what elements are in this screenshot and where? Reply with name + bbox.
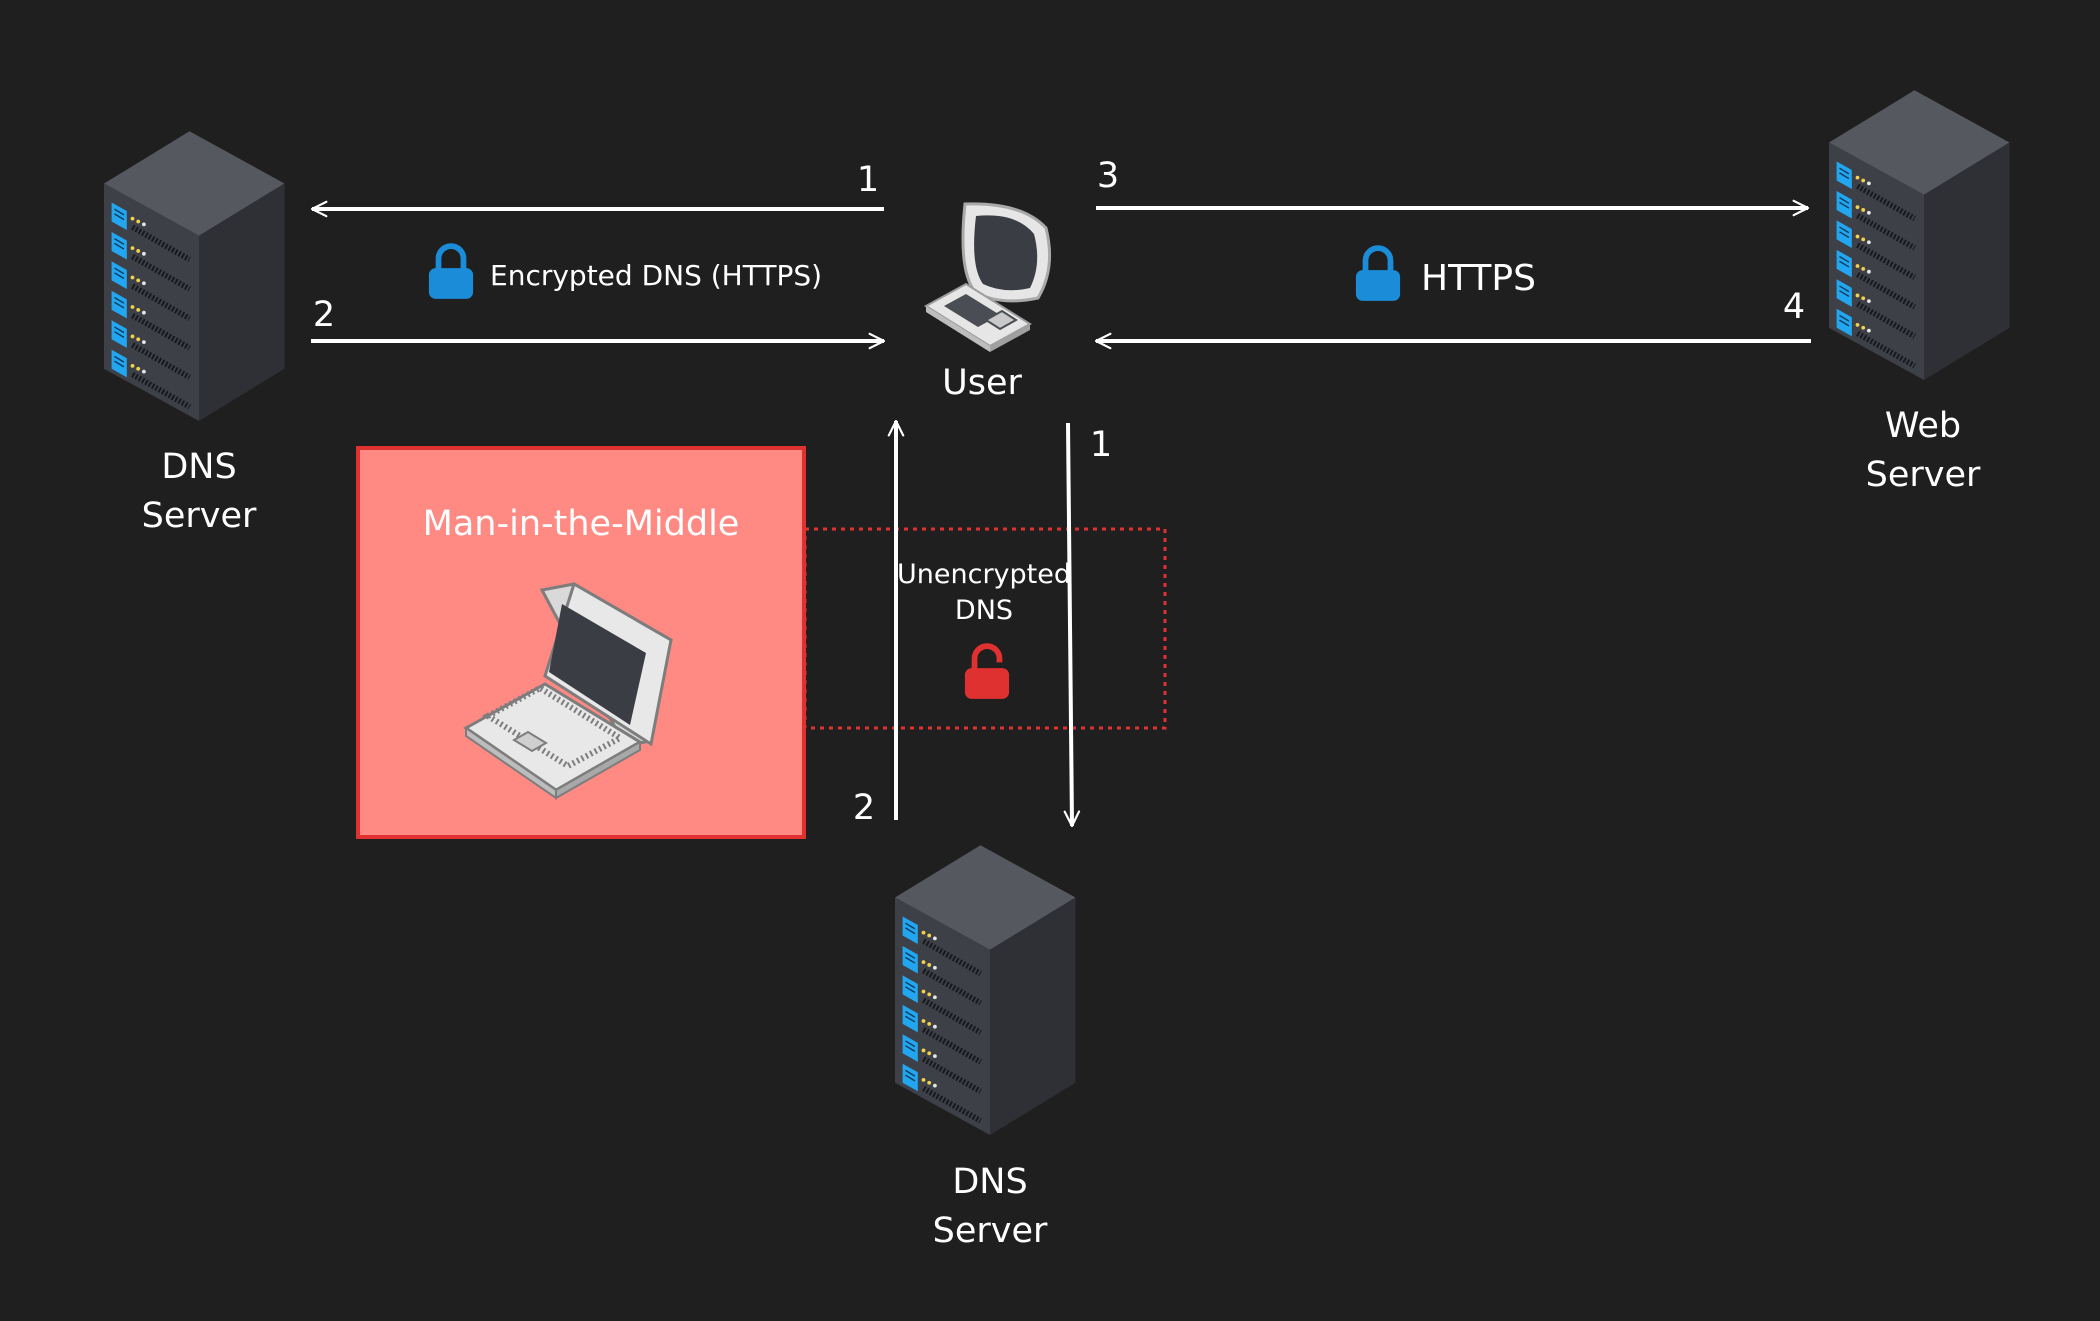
- lock-closed-icon: [1356, 248, 1400, 301]
- laptop-icon: [463, 581, 673, 800]
- dns-server-bottom-label-line1: DNS: [952, 1162, 1027, 1202]
- step-number: 2: [853, 788, 875, 828]
- dns-server-bottom-label-line2: Server: [933, 1211, 1048, 1251]
- step-number: 3: [1097, 156, 1119, 196]
- encrypted-dns-link: 1 2 Encrypted DNS (HTTPS): [310, 160, 886, 350]
- step-number: 1: [1090, 425, 1112, 465]
- step-number: 2: [313, 295, 335, 335]
- server-rack-icon: [104, 131, 285, 421]
- step-number: 1: [857, 160, 879, 200]
- step-number: 4: [1783, 287, 1805, 327]
- encrypted-dns-label: Encrypted DNS (HTTPS): [490, 259, 822, 292]
- https-link: 3 4 HTTPS: [1094, 156, 1811, 350]
- mitm-node: Man-in-the-Middle: [356, 446, 806, 839]
- server-rack-icon: [1829, 90, 2010, 380]
- https-label: HTTPS: [1421, 258, 1536, 299]
- dns-server-left-label-line1: DNS: [161, 447, 236, 487]
- web-server-label-line2: Server: [1866, 455, 1981, 495]
- dns-server-left: DNS Server: [104, 131, 285, 536]
- unencrypted-dns-label-line1: Unencrypted: [897, 559, 1071, 590]
- user-label: User: [942, 363, 1022, 403]
- web-server: Web Server: [1829, 90, 2010, 495]
- web-server-label-line1: Web: [1885, 406, 1961, 446]
- lock-open-icon: [965, 646, 1009, 699]
- unencrypted-dns-link: 1 2 Unencrypted DNS: [803, 419, 1167, 828]
- dns-server-bottom: DNS Server: [895, 845, 1076, 1251]
- dns-server-left-label-line2: Server: [142, 496, 257, 536]
- server-rack-icon: [895, 845, 1076, 1135]
- mitm-label: Man-in-the-Middle: [423, 504, 740, 544]
- user-node: User: [924, 202, 1052, 403]
- lock-closed-icon: [429, 246, 473, 299]
- user-computer-icon: [924, 202, 1052, 352]
- unencrypted-dns-request-arrow: [1063, 422, 1081, 828]
- unencrypted-dns-label-line2: DNS: [955, 595, 1013, 626]
